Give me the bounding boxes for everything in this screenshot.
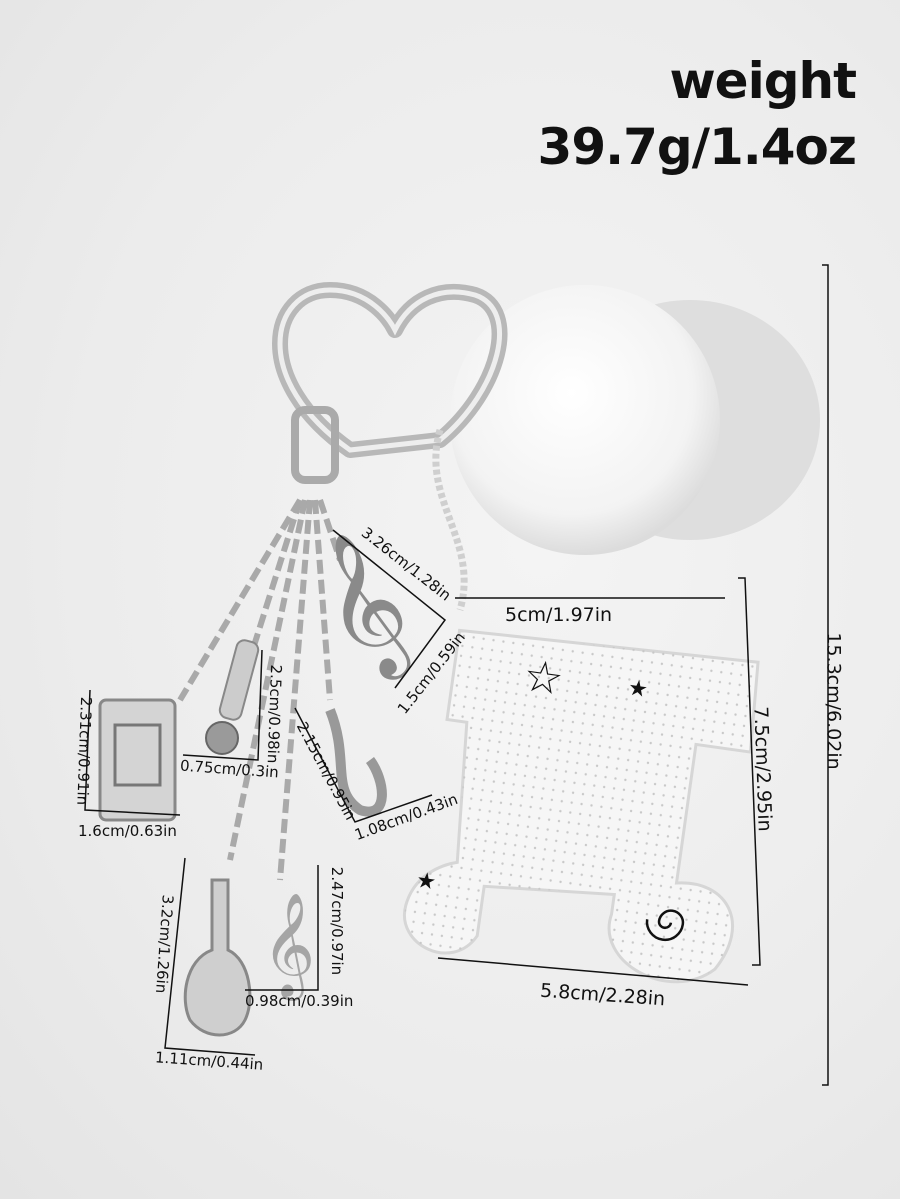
swivel-clasp bbox=[291, 406, 339, 484]
acrylic-music-note: ☆ ★ ★ bbox=[402, 628, 760, 984]
microphone-length-label: 2.5cm/0.98in bbox=[263, 664, 286, 764]
acrylic-height-label: 7.5cm/2.95in bbox=[749, 706, 776, 832]
saxophone-charm bbox=[325, 708, 387, 817]
spiral-icon bbox=[645, 909, 685, 942]
star-icon: ★ bbox=[415, 868, 438, 896]
treble-clef-small-width-label: 0.98cm/0.39in bbox=[245, 992, 354, 1010]
treble-clef-small-length-label: 2.47cm/0.97in bbox=[328, 866, 347, 976]
weight-value: 39.7g/1.4oz bbox=[537, 118, 857, 176]
treble-clef-small-charm: 𝄞 bbox=[262, 892, 315, 1001]
pompom bbox=[450, 285, 720, 555]
microphone-charm bbox=[218, 639, 260, 721]
weight-title: weight bbox=[669, 52, 857, 110]
star-icon: ★ bbox=[626, 676, 649, 704]
acrylic-top-width-label: 5cm/1.97in bbox=[505, 604, 613, 626]
star-icon: ☆ bbox=[520, 650, 566, 706]
cassette-width-label: 1.6cm/0.63in bbox=[78, 822, 177, 840]
dimension-lines bbox=[84, 264, 829, 1086]
cassette-charm bbox=[98, 698, 177, 822]
total-height-label: 15.3cm/6.02in bbox=[822, 632, 845, 770]
treble-clef-large-charm: 𝄞 bbox=[294, 520, 431, 697]
violin-charm bbox=[183, 878, 252, 1037]
cassette-height-label: 2.31cm/0.91in bbox=[73, 696, 96, 806]
